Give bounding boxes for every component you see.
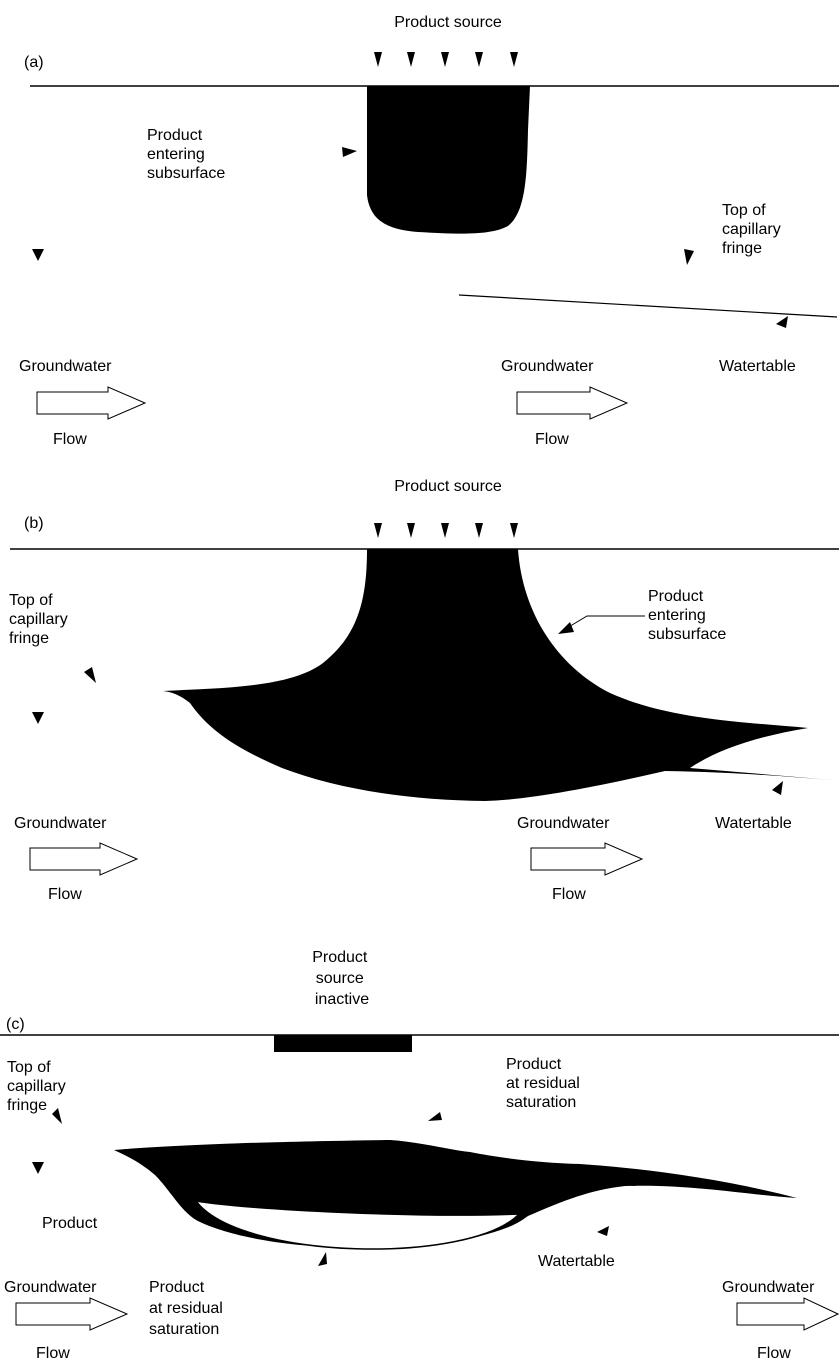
panel-a-gw-left-label: Groundwater xyxy=(19,358,112,375)
panel-c-gw-left-label: Groundwater xyxy=(4,1279,97,1296)
panel-a-source-label: Product source xyxy=(394,14,502,31)
panel-b-source-label: Product source xyxy=(394,478,502,495)
panel-c-gw-left-flow: Flow xyxy=(36,1345,70,1362)
panel-b-gw-left-label: Groundwater xyxy=(14,815,107,832)
panel-b-gw-right-label: Groundwater xyxy=(517,815,610,832)
panel-c-label: (c) xyxy=(6,1016,25,1033)
panel-a-label: (a) xyxy=(24,54,44,71)
panel-b-entering-label: Product entering subsurface xyxy=(648,588,726,643)
panel-a-watertable-symbol xyxy=(32,249,44,261)
panel-a-gw-right-label: Groundwater xyxy=(501,358,594,375)
panel-c: Product source inactive (c) Top of capil… xyxy=(0,949,839,1362)
panel-b-label: (b) xyxy=(24,515,44,532)
panel-a-watertable-label: Watertable xyxy=(719,358,796,375)
panel-b-gw-left-arrow xyxy=(29,842,139,876)
panel-b-entering-pointer xyxy=(558,622,574,634)
panel-a-gw-left-flow: Flow xyxy=(53,431,87,448)
panel-c-residual-top-label: Product at residual saturation xyxy=(506,1056,584,1111)
panel-b-gw-right-arrow xyxy=(530,842,644,876)
source-arrow xyxy=(441,523,449,538)
source-arrow xyxy=(510,52,518,67)
panel-b-entering-leader xyxy=(566,615,645,629)
panel-a-fringe-pointer xyxy=(684,249,694,265)
source-arrow xyxy=(475,52,483,67)
source-arrow xyxy=(510,523,518,538)
panel-a-gw-right-flow: Flow xyxy=(535,431,569,448)
panel-c-gw-left-arrow xyxy=(15,1297,129,1331)
panel-a-source-arrows xyxy=(374,52,518,67)
panel-b-watertable-label: Watertable xyxy=(715,815,792,832)
panel-b-source-arrows xyxy=(374,523,518,538)
panel-a-watertable-line xyxy=(458,294,838,318)
panel-c-residual-top-pointer xyxy=(428,1112,442,1121)
panel-b-product-plume xyxy=(163,549,832,801)
panel-a-gw-left-arrow xyxy=(36,386,147,420)
panel-b-gw-left-flow: Flow xyxy=(48,886,82,903)
panel-a-fringe-label: Top of capillary fringe xyxy=(722,202,785,257)
panel-a-gw-right-arrow xyxy=(516,386,629,420)
panel-b-watertable-pointer xyxy=(772,781,783,795)
panel-c-residual-lens xyxy=(194,1199,521,1250)
panel-c-source-label: Product source inactive xyxy=(312,949,372,1008)
source-arrow xyxy=(407,523,415,538)
panel-c-gw-right-flow: Flow xyxy=(757,1345,791,1362)
panel-c-fringe-pointer xyxy=(52,1108,62,1124)
panel-a-entering-pointer xyxy=(342,147,357,157)
panel-c-product-label: Product xyxy=(42,1215,98,1232)
panel-a: Product source (a) Product entering subs… xyxy=(19,14,839,448)
panel-b-fringe-pointer xyxy=(84,667,96,683)
panel-c-gw-right-label: Groundwater xyxy=(722,1279,815,1296)
panel-c-fringe-label: Top of capillary fringe xyxy=(7,1059,70,1114)
panel-b-fringe-label: Top of capillary fringe xyxy=(9,592,72,647)
panel-a-watertable-pointer xyxy=(776,316,788,328)
panel-c-watertable-symbol xyxy=(32,1162,44,1174)
source-arrow xyxy=(475,523,483,538)
panel-a-entering-label: Product entering subsurface xyxy=(147,127,225,182)
panel-c-watertable-label: Watertable xyxy=(538,1253,615,1270)
panel-c-residual-bottom-label: Product at residual saturation xyxy=(149,1279,227,1338)
source-arrow xyxy=(374,523,382,538)
panel-a-product-plume xyxy=(367,86,530,234)
source-arrow xyxy=(374,52,382,67)
panel-c-watertable-pointer xyxy=(597,1226,609,1236)
panel-b: Product source (b) Top of capillary frin… xyxy=(9,478,839,903)
panel-c-gw-right-arrow xyxy=(736,1297,839,1331)
panel-b-gw-right-flow: Flow xyxy=(552,886,586,903)
source-arrow xyxy=(441,52,449,67)
panel-b-watertable-symbol xyxy=(32,712,44,724)
panel-c-inactive-source xyxy=(274,1035,412,1052)
source-arrow xyxy=(407,52,415,67)
panel-c-residual-bottom-pointer xyxy=(318,1252,327,1266)
